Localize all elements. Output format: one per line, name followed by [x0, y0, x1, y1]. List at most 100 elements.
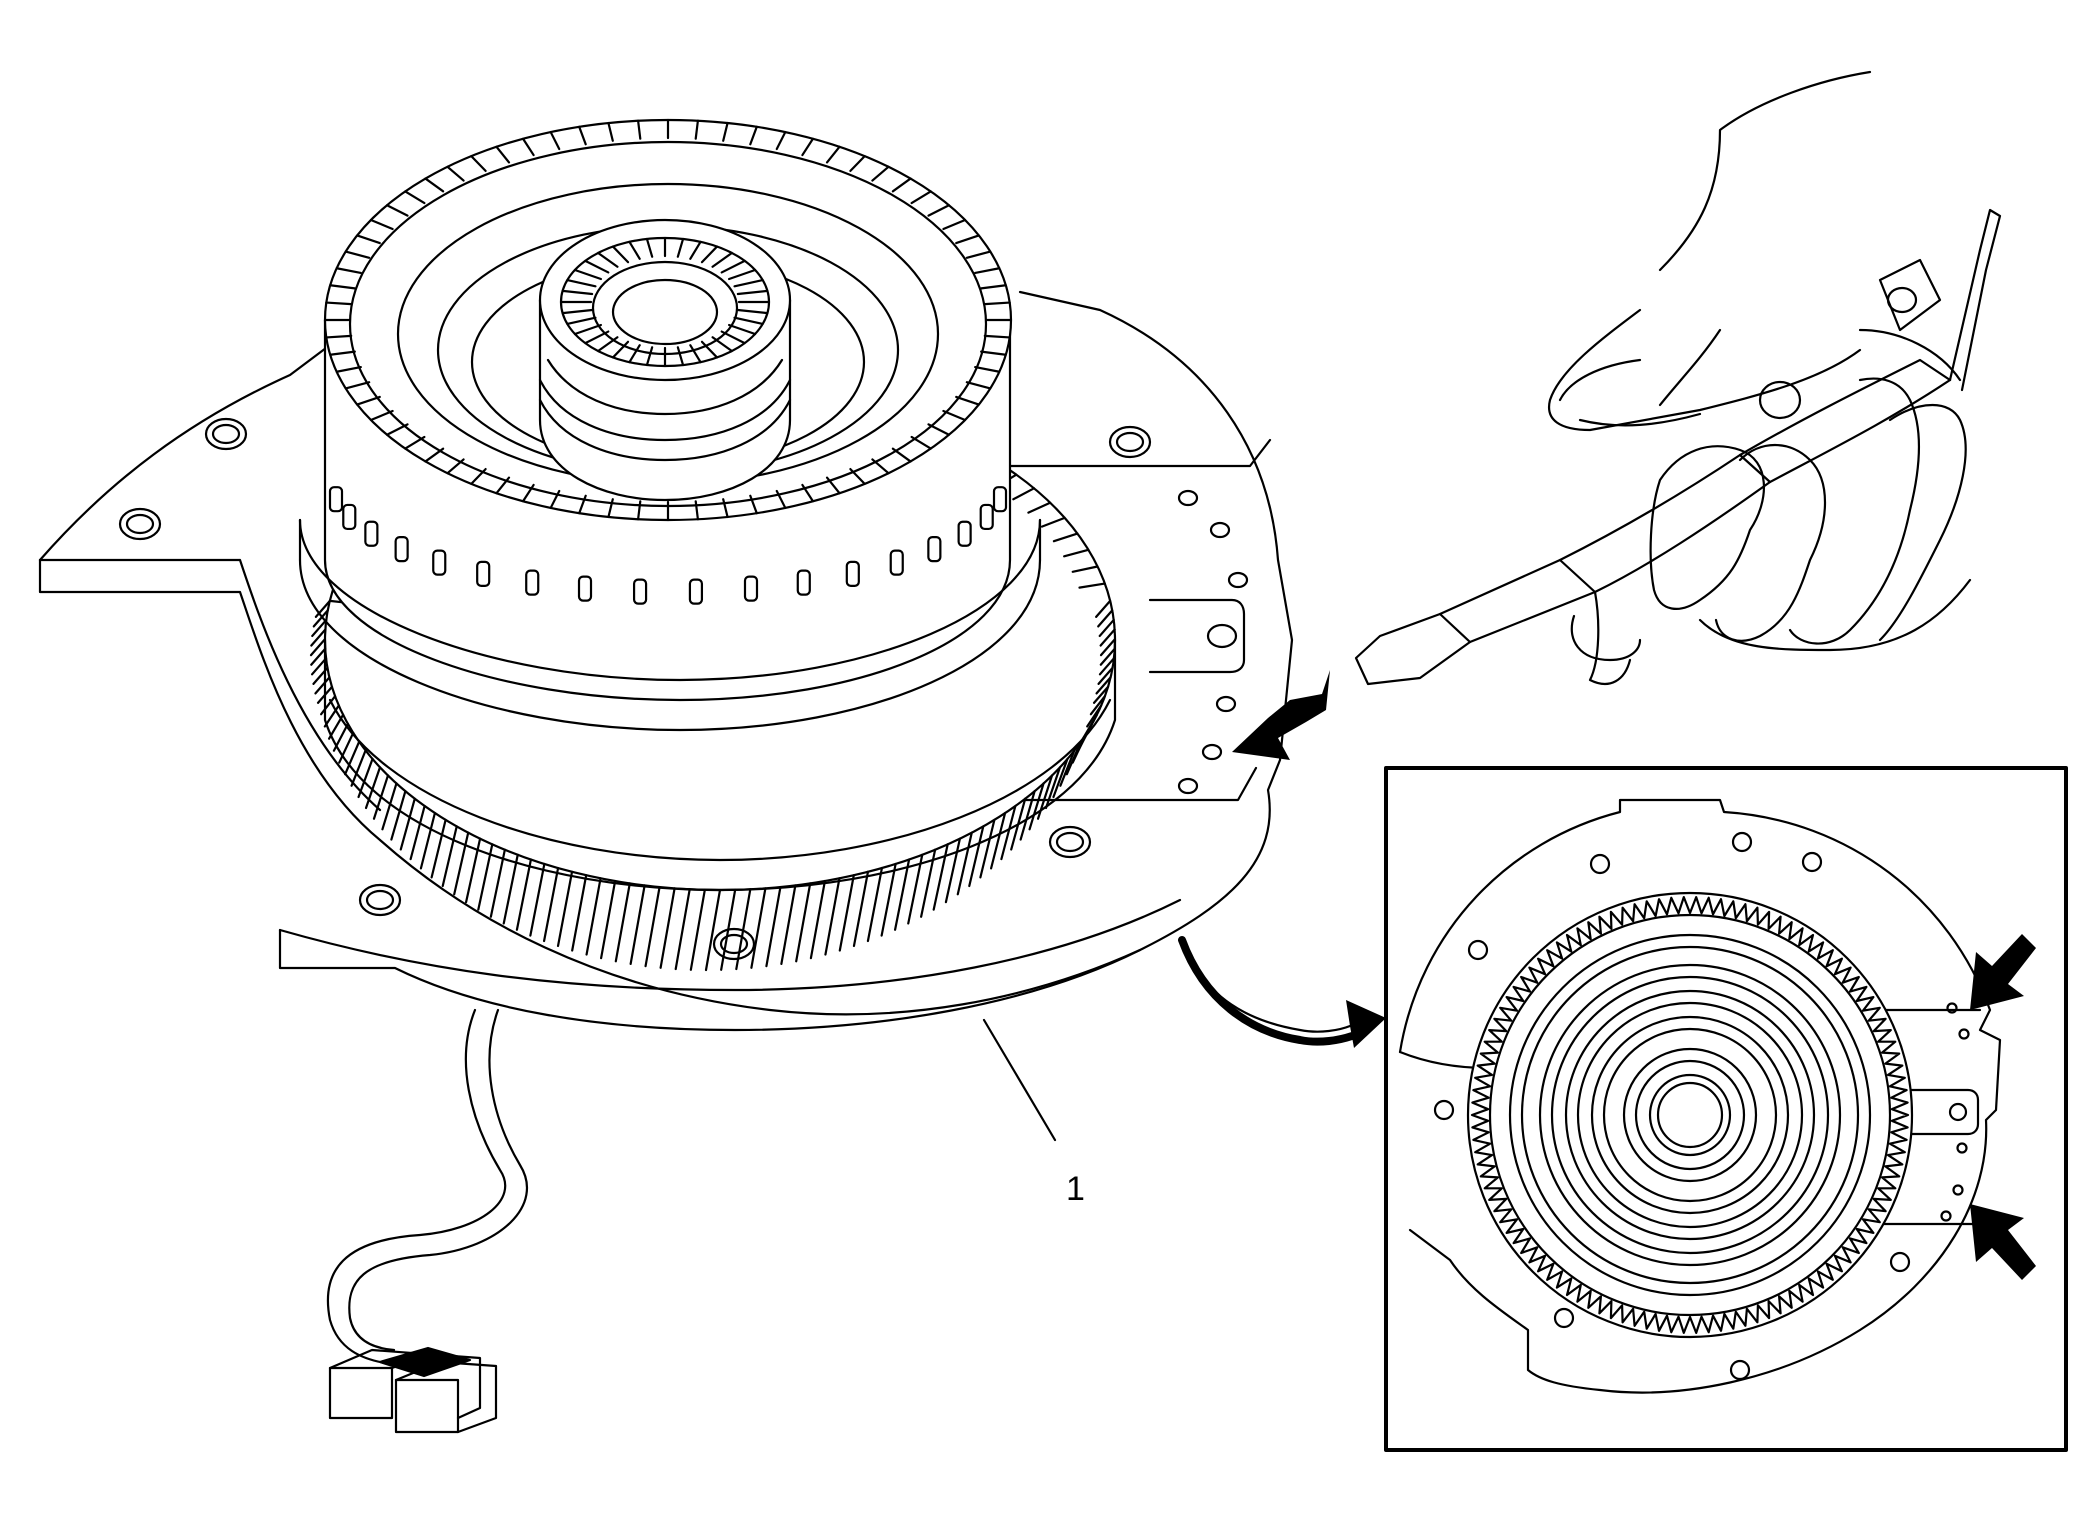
drum-spline-tooth [356, 395, 381, 406]
drum-spline-tooth [983, 301, 1011, 306]
drum-spline-tooth [825, 476, 841, 495]
drum-spline-tooth [871, 458, 890, 475]
drum-spline-tooth [495, 145, 511, 164]
bearing-roller [566, 279, 597, 288]
bearing-roller [573, 323, 603, 336]
gear-tooth [932, 843, 949, 911]
drum-spline-tooth [521, 137, 535, 157]
gear-tooth [316, 685, 334, 704]
air-nozzle [1354, 358, 1952, 686]
gear-tooth [1019, 790, 1036, 841]
drum-spline-tooth [927, 423, 951, 436]
gear-tooth [477, 843, 494, 911]
drum-spline-tooth [910, 435, 932, 450]
gear-tooth [920, 848, 937, 918]
drum-spline-tooth [775, 130, 787, 151]
gear-tooth [1040, 516, 1066, 528]
drum-slot [364, 520, 379, 547]
gear-tooth [1086, 704, 1103, 728]
drum-spline-tooth [607, 498, 614, 519]
drum-slot [845, 560, 860, 587]
drum-spline-tooth [825, 145, 841, 164]
gear-tooth [1010, 797, 1027, 851]
gear-tooth [430, 818, 447, 879]
drum-slot [577, 575, 593, 602]
gear-tooth [1089, 695, 1106, 716]
bearing-roller [736, 289, 769, 296]
gear-tooth [1028, 782, 1045, 831]
gear-tooth [344, 740, 361, 776]
gear-tooth [893, 858, 911, 931]
gear-tooth [968, 825, 985, 888]
drum-spline-tooth [974, 267, 1001, 274]
bearing-roller [584, 259, 610, 274]
hub-bearing [538, 218, 792, 502]
gear-tooth [979, 818, 996, 879]
gear-tooth [409, 804, 426, 861]
bearing-roller [645, 346, 654, 367]
gear-tooth [399, 797, 416, 851]
drum-spline-tooth [983, 334, 1011, 339]
gear-tooth [1036, 774, 1054, 820]
drum-spline-tooth [404, 190, 426, 205]
drum-spline-tooth [495, 476, 511, 495]
bearing-roller [720, 259, 746, 274]
drum-spline-tooth [974, 366, 1001, 373]
gear-tooth [1065, 740, 1082, 776]
drum-spline-tooth [404, 435, 426, 450]
gear-tooth [1052, 757, 1069, 799]
drum-slot [957, 520, 972, 547]
gear-tooth [1097, 609, 1114, 628]
drum-spline-tooth [927, 204, 951, 217]
drum-spline-tooth [385, 423, 409, 436]
bearing-roller [700, 340, 719, 359]
gear-tooth [1099, 628, 1116, 647]
bearing-roller [736, 308, 769, 315]
gear-tooth [780, 884, 797, 966]
gear-tooth [1095, 676, 1112, 695]
drum-spline-tooth [549, 130, 561, 151]
bearing-roller [628, 344, 641, 364]
gear-tooth [556, 870, 574, 948]
gear-tooth [515, 858, 533, 931]
gear-tooth [542, 866, 560, 943]
drum-slot [992, 486, 1008, 513]
gear-tooth [489, 848, 506, 918]
drum-spline-tooth [325, 334, 353, 339]
gear-tooth [1097, 666, 1114, 685]
gear-tooth [1063, 548, 1090, 558]
gear-tooth [809, 879, 826, 960]
gear-tooth [323, 704, 340, 728]
bearing-roller [561, 308, 594, 315]
gear-tooth [704, 888, 722, 972]
gear-tooth [364, 766, 382, 810]
drum-spline-tooth [470, 155, 487, 173]
gear-tooth [866, 866, 884, 943]
drum-spline-tooth [549, 489, 561, 510]
gear-tooth [327, 713, 345, 740]
bearing-roller [727, 323, 757, 336]
gear-tooth [441, 825, 458, 888]
gear-tooth [1027, 501, 1052, 514]
bearing-roller [584, 330, 610, 345]
bearing-roller [689, 344, 702, 364]
drum-spline-tooth [749, 125, 758, 146]
drum-spline-tooth [637, 119, 642, 140]
gear-tooth [629, 884, 646, 966]
gear-tooth [1044, 766, 1062, 810]
drum-slots [328, 486, 1008, 605]
gear-tooth [314, 599, 331, 618]
drum-spline-tooth [849, 467, 866, 485]
drum-spline-tooth [955, 234, 980, 245]
drum-slot [927, 535, 942, 563]
gear-tooth [314, 676, 331, 695]
gear-tooth [311, 618, 328, 638]
drum-spline-tooth [694, 119, 699, 140]
bearing-roller [733, 316, 764, 325]
gear-tooth [1059, 749, 1076, 787]
gear-tooth [750, 887, 767, 969]
bolt-holes [118, 417, 1249, 961]
drum-slot [743, 575, 759, 602]
drum-spline-tooth [910, 190, 932, 205]
gear-tooth [464, 837, 482, 904]
